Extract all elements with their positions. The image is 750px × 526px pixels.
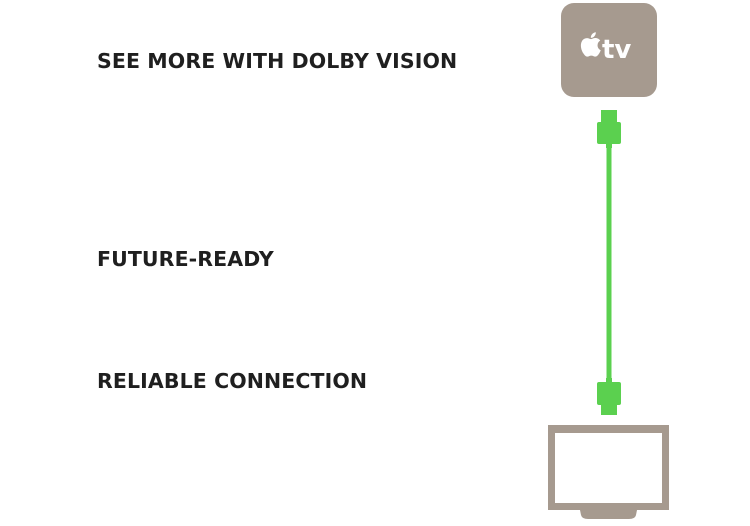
hdmi-connector-bottom-body <box>597 382 621 405</box>
hdmi-cable-line <box>606 146 612 383</box>
television <box>548 425 669 519</box>
hdmi-connector-bottom-tip <box>601 403 617 415</box>
hdmi-connector-top-body <box>597 122 621 144</box>
heading-future-ready: FUTURE-READY <box>97 247 274 271</box>
hdmi-connector-top-tip <box>601 110 617 124</box>
apple-tv-logo-text: tv <box>602 35 631 65</box>
apple-logo-icon <box>580 32 601 57</box>
apple-tv-device: tv <box>561 3 657 97</box>
hdmi-cable <box>597 110 621 415</box>
heading-reliable-connection: RELIABLE CONNECTION <box>97 369 368 393</box>
apple-tv-box <box>561 3 657 97</box>
tv-stand <box>580 510 637 519</box>
tv-screen <box>555 433 662 503</box>
heading-dolby-vision: SEE MORE WITH DOLBY VISION <box>97 49 458 73</box>
